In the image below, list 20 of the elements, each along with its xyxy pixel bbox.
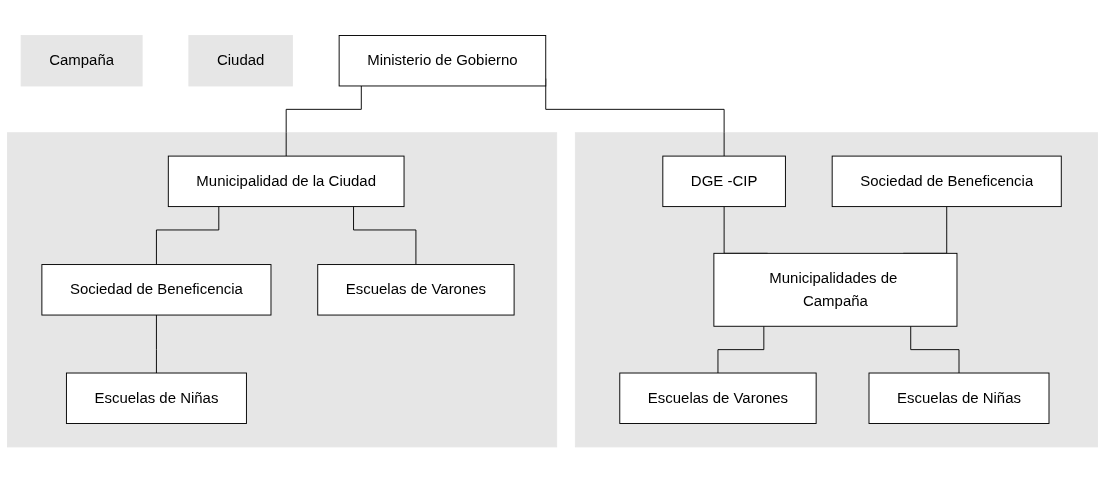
cluster <box>7 132 558 448</box>
node-box: Escuelas de Niñas <box>65 372 247 424</box>
node-box: Escuelas de Varones <box>317 263 515 316</box>
connector <box>285 85 362 157</box>
connector <box>353 205 417 265</box>
node-box: Municipalidades de Campaña <box>713 252 958 327</box>
connector <box>717 325 765 374</box>
node-box: Sociedad de Beneficencia <box>831 155 1062 207</box>
connector <box>155 205 220 265</box>
node-box: DGE -CIP <box>662 155 786 207</box>
node-box: Municipalidad de la Ciudad <box>167 155 405 207</box>
node-box: Sociedad de Beneficencia <box>41 263 272 316</box>
node-box: Campaña <box>20 34 143 87</box>
connector <box>155 314 157 374</box>
node-box: Ciudad <box>188 34 293 87</box>
node-box: Escuelas de Varones <box>619 372 817 424</box>
cluster <box>574 132 1098 448</box>
connector <box>910 325 960 374</box>
node-box: Ministerio de Gobierno <box>338 34 547 87</box>
node-box: Escuelas de Niñas <box>868 372 1050 424</box>
